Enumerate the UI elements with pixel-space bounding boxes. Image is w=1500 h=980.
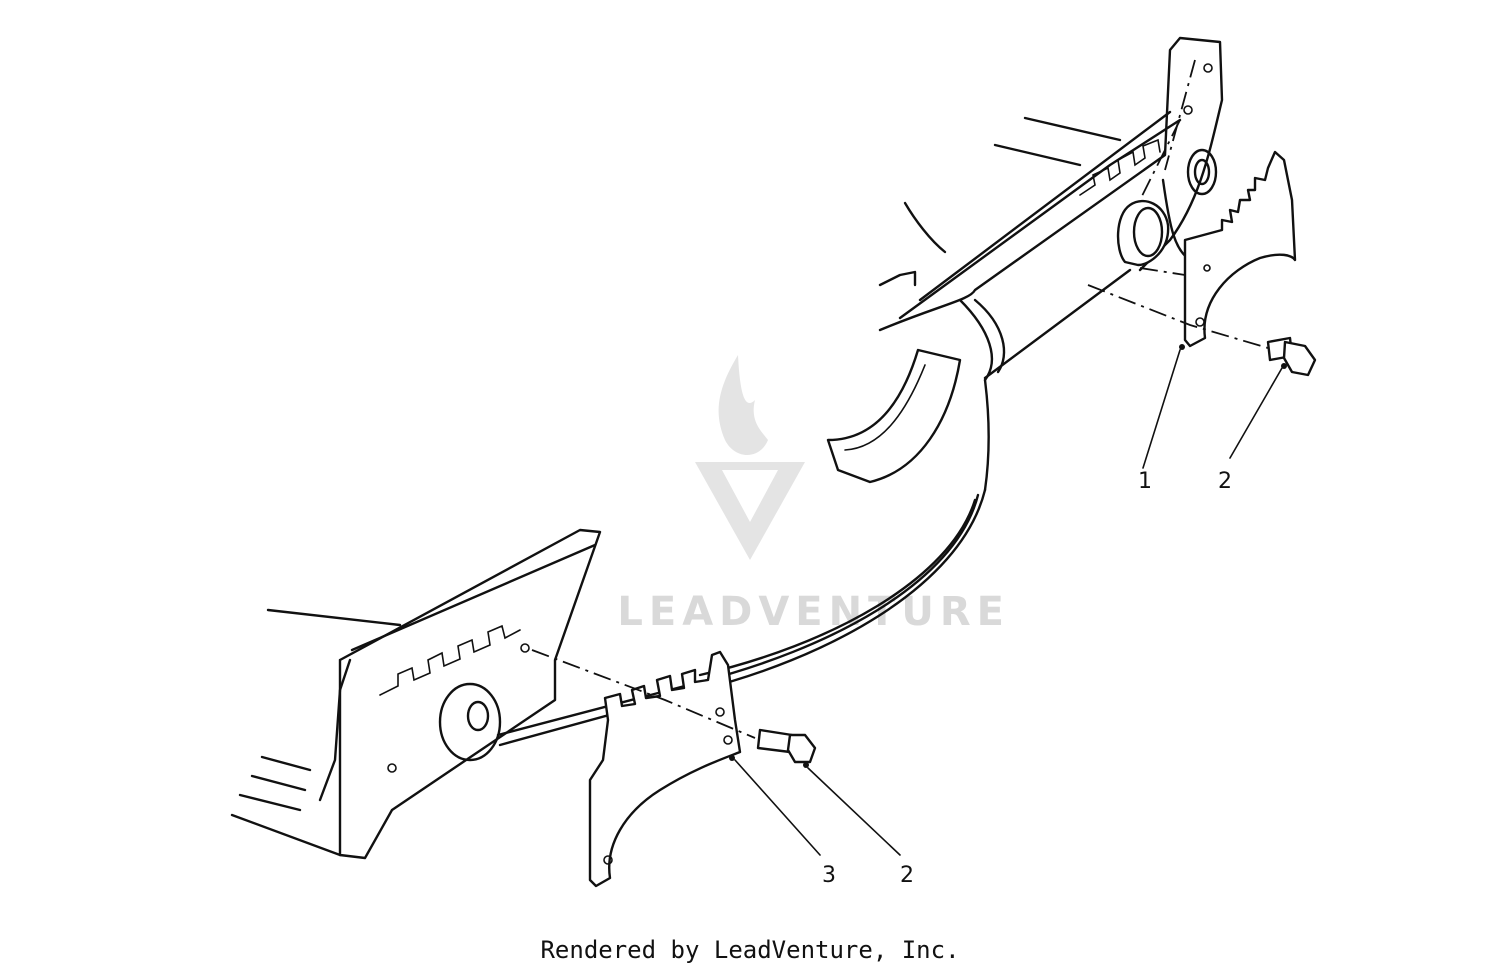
lower-housing <box>230 528 702 860</box>
render-credit: Rendered by LeadVenture, Inc. <box>540 936 960 964</box>
part-1-height-adjuster-plate <box>1183 150 1297 348</box>
watermark-logo: LEADVENTURE <box>617 355 1010 635</box>
assembly-lines <box>531 59 1269 739</box>
part-3-height-adjuster-plate <box>588 650 742 888</box>
upper-housing <box>878 36 1224 492</box>
callout-leaders <box>729 344 1287 856</box>
watermark-text: LEADVENTURE <box>617 589 1010 635</box>
callout-2-lower: 2 <box>900 863 914 888</box>
deck-edge <box>698 488 987 692</box>
part-2-upper-bolt <box>1266 336 1317 377</box>
callout-2-upper: 2 <box>1218 469 1232 494</box>
part-2-lower-bolt <box>756 728 817 764</box>
handle-grip <box>826 348 962 484</box>
callout-1: 1 <box>1138 469 1152 494</box>
callout-3: 3 <box>822 863 836 888</box>
